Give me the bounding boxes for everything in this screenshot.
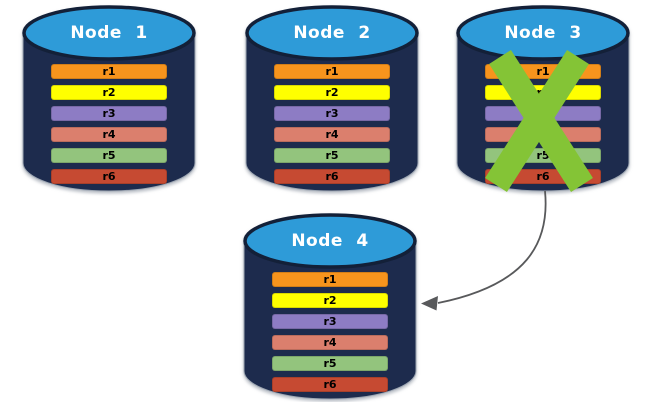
node-title: Node 3: [504, 23, 582, 43]
cylinder-top: [245, 5, 419, 61]
cylinder-top: [22, 5, 196, 61]
row-r2: r2: [274, 85, 390, 100]
row-r4: r4: [485, 127, 601, 142]
node-3: Node 3 r1 r2 r3 r4 r5 r6: [455, 5, 631, 195]
row-r1: r1: [51, 64, 167, 79]
row-r4: r4: [51, 127, 167, 142]
row-r3: r3: [274, 106, 390, 121]
row-r5: r5: [274, 148, 390, 163]
row-r1: r1: [274, 64, 390, 79]
row-r2: r2: [51, 85, 167, 100]
row-r6: r6: [51, 169, 167, 184]
row-r6: r6: [272, 377, 388, 392]
arrowhead-icon: [421, 296, 438, 311]
row-stack: r1 r2 r3 r4 r5 r6: [274, 64, 390, 190]
cylinder-top: [243, 213, 417, 269]
node-4: Node 4 r1 r2 r3 r4 r5 r6: [242, 213, 418, 402]
node-title: Node 1: [70, 23, 148, 43]
row-r4: r4: [272, 335, 388, 350]
node-1: Node 1 r1 r2 r3 r4 r5 r6: [21, 5, 197, 195]
row-r1: r1: [272, 272, 388, 287]
node-title: Node 4: [291, 231, 369, 251]
row-stack: r1 r2 r3 r4 r5 r6: [485, 64, 601, 190]
row-r3: r3: [51, 106, 167, 121]
row-r4: r4: [274, 127, 390, 142]
row-r2: r2: [272, 293, 388, 308]
row-r5: r5: [51, 148, 167, 163]
row-r3: r3: [485, 106, 601, 121]
row-r6: r6: [274, 169, 390, 184]
node-2: Node 2 r1 r2 r3 r4 r5 r6: [244, 5, 420, 195]
row-r3: r3: [272, 314, 388, 329]
row-r5: r5: [485, 148, 601, 163]
row-r1: r1: [485, 64, 601, 79]
node-title: Node 2: [293, 23, 371, 43]
row-r6: r6: [485, 169, 601, 184]
row-stack: r1 r2 r3 r4 r5 r6: [272, 272, 388, 398]
row-r2: r2: [485, 85, 601, 100]
arrow-curve: [437, 190, 547, 304]
row-r5: r5: [272, 356, 388, 371]
row-stack: r1 r2 r3 r4 r5 r6: [51, 64, 167, 190]
